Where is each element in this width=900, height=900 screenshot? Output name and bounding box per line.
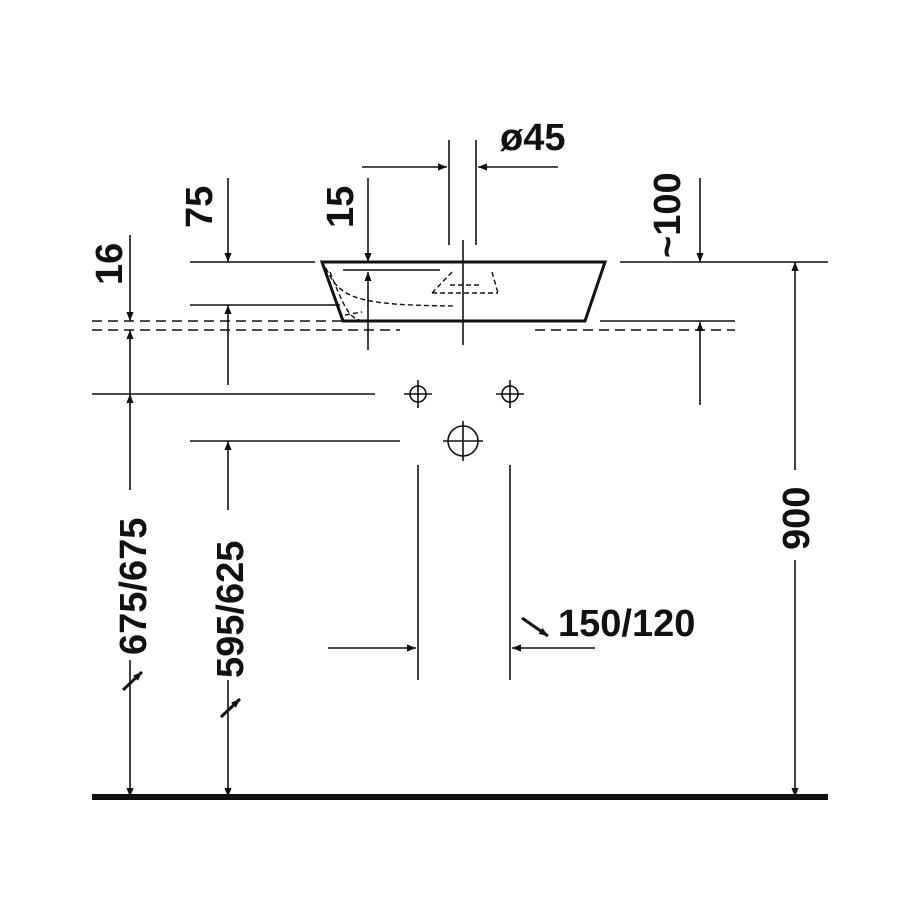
- total-height-label: 900: [776, 487, 818, 550]
- supply-connection-left: [404, 380, 432, 408]
- rim-to-top-label: 75: [179, 186, 221, 228]
- overflow-label: 15: [320, 186, 362, 228]
- offset-label: ~100: [647, 172, 689, 258]
- basin-outline: [319, 260, 608, 323]
- supply-connection-right: [496, 380, 524, 408]
- supply-height-label: 675/675: [113, 518, 155, 655]
- waste-height-label: 595/625: [210, 541, 252, 678]
- rim-thickness-label: 16: [89, 243, 131, 285]
- supply-spacing-label: 150/120: [558, 603, 695, 645]
- waste-connection: [443, 421, 483, 461]
- drain-diameter-label: ø45: [500, 117, 565, 159]
